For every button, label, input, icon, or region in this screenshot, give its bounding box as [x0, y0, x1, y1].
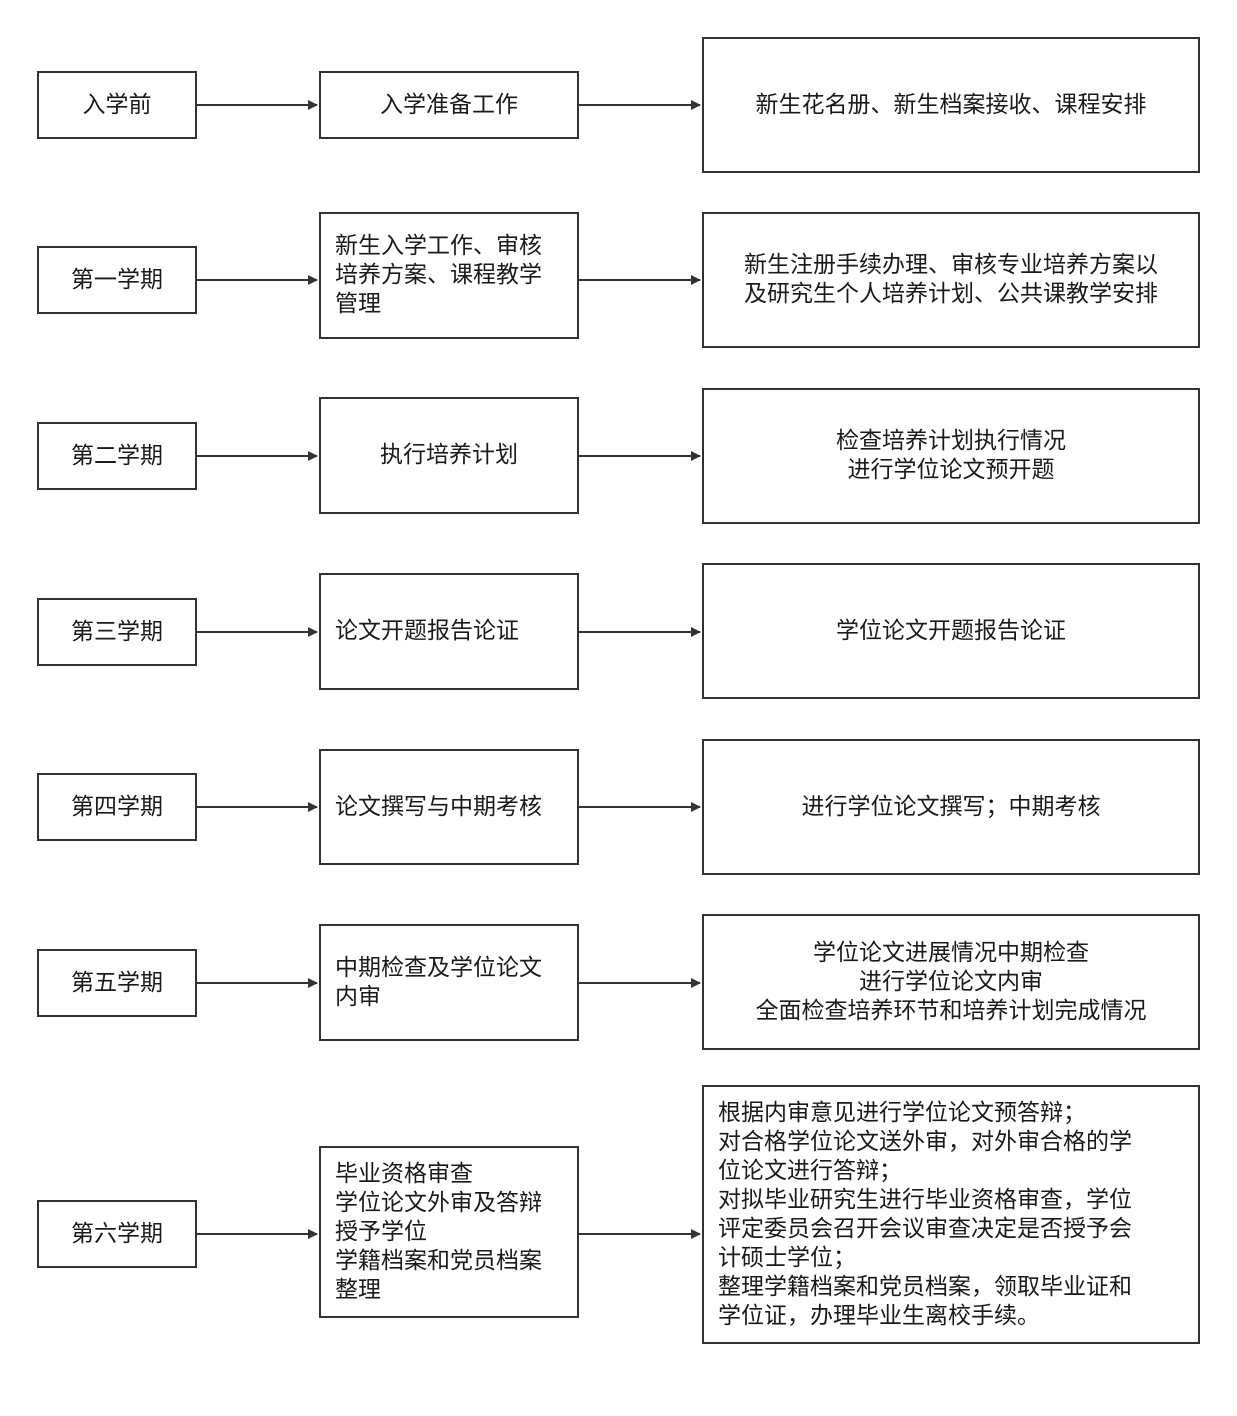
phase-box-2: 执行培养计划 — [319, 397, 579, 514]
phase-box-5: 中期检查及学位论文 内审 — [319, 924, 579, 1041]
phase-box-pre-enrollment: 入学准备工作 — [319, 71, 579, 139]
phase-box-6: 毕业资格审查 学位论文外审及答辩 授予学位 学籍档案和党员档案 整理 — [319, 1146, 579, 1318]
detail-box-5: 学位论文进展情况中期检查 进行学位论文内审 全面检查培养环节和培养计划完成情况 — [702, 914, 1200, 1050]
semester-box-5: 第五学期 — [37, 949, 197, 1017]
detail-box-4: 进行学位论文撰写；中期考核 — [702, 739, 1200, 875]
semester-box-2: 第二学期 — [37, 422, 197, 490]
detail-box-1: 新生注册手续办理、审核专业培养方案以 及研究生个人培养计划、公共课教学安排 — [702, 212, 1200, 348]
detail-box-3: 学位论文开题报告论证 — [702, 563, 1200, 699]
phase-box-1: 新生入学工作、审核 培养方案、课程教学 管理 — [319, 212, 579, 339]
semester-box-1: 第一学期 — [37, 246, 197, 314]
semester-box-4: 第四学期 — [37, 773, 197, 841]
semester-box-3: 第三学期 — [37, 598, 197, 666]
phase-box-4: 论文撰写与中期考核 — [319, 749, 579, 865]
detail-box-pre-enrollment: 新生花名册、新生档案接收、课程安排 — [702, 37, 1200, 173]
detail-box-2: 检查培养计划执行情况 进行学位论文预开题 — [702, 388, 1200, 524]
semester-box-pre-enrollment: 入学前 — [37, 71, 197, 139]
semester-box-6: 第六学期 — [37, 1200, 197, 1268]
detail-box-6: 根据内审意见进行学位论文预答辩； 对合格学位论文送外审，对外审合格的学 位论文进… — [702, 1085, 1200, 1344]
phase-box-3: 论文开题报告论证 — [319, 573, 579, 690]
